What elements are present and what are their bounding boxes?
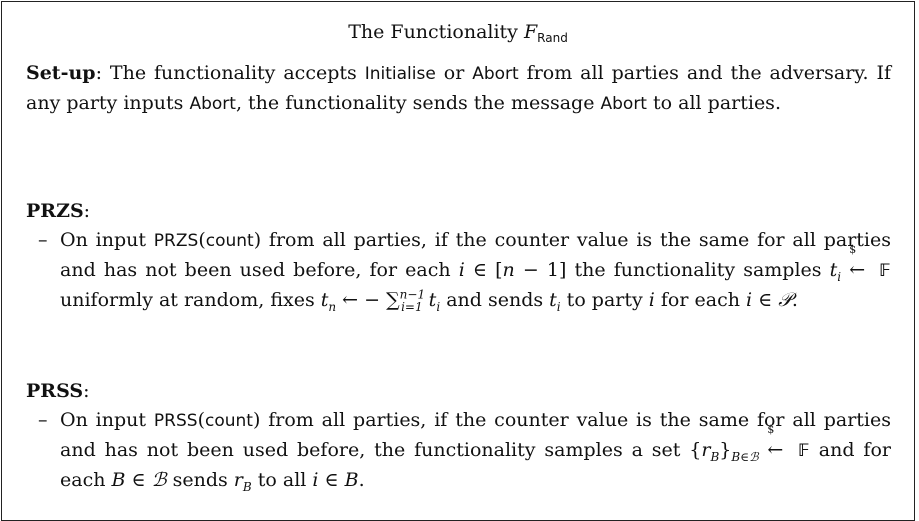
setup-text-4: , the functionality sends the message [235, 92, 601, 114]
przs-var-t2: t [422, 289, 437, 311]
abort-keyword-3: Abort [600, 94, 647, 114]
title-symbol: F [523, 21, 538, 43]
przs-var-tn: t [320, 289, 329, 311]
prss-text-5: to all [251, 469, 313, 491]
przs-text-1: On input [60, 229, 154, 251]
przs-var-n: n [502, 259, 515, 281]
prss-arrow: ← [767, 439, 784, 461]
prss-var-r2: r [233, 469, 243, 491]
prss-section: PRSS: – On input PRSS(count) from all pa… [26, 377, 891, 495]
prss-command: PRSS [153, 411, 198, 431]
przs-paren-close: ) [253, 229, 262, 251]
prss-set-open: { [689, 439, 702, 461]
prss-text-3: and for each [60, 439, 891, 491]
prss-item: – On input PRSS(count) from all parties,… [26, 406, 891, 495]
przs-parties: 𝒫 [778, 289, 792, 311]
przs-dollar: $ [849, 243, 857, 256]
prss-in-2: ∈ [318, 469, 345, 491]
przs-paren-open: ( [198, 229, 206, 251]
prss-in-1: ∈ [125, 469, 152, 491]
przs-sub-i: i [837, 269, 842, 284]
prss-field: 𝔽 [798, 441, 810, 461]
setup-colon: : [95, 62, 102, 84]
title-subscript: Rand [537, 31, 568, 45]
przs-text-5: and sends [440, 289, 550, 311]
przs-arrow: ← [849, 259, 866, 281]
prss-var-B: B [111, 469, 126, 491]
przs-end: . [791, 289, 798, 311]
prss-set-sub: B∈ℬ [731, 449, 759, 464]
box-title: The Functionality FRand [2, 20, 914, 46]
setup-heading: Set-up [26, 62, 96, 84]
title-text: The Functionality [348, 21, 524, 43]
prss-text-2: from all parties, if the counter value i… [60, 409, 891, 461]
przs-assign: ← − [336, 289, 387, 311]
prss-end: . [358, 469, 365, 491]
przs-text-7: for each [654, 289, 746, 311]
przs-sum-sub: i=1 [401, 299, 423, 314]
prss-sample-arrow: $← [767, 424, 789, 465]
prss-var-i: i [312, 469, 319, 491]
przs-sum-sup: n−1 [399, 287, 426, 302]
przs-var-i3: i [745, 289, 753, 311]
prss-sub-B2: B [242, 479, 252, 494]
prss-calB: ℬ [151, 469, 167, 491]
przs-bullet: – [38, 229, 48, 251]
prss-dollar: $ [767, 423, 775, 436]
initialise-keyword: Initialise [364, 64, 436, 84]
setup-paragraph: Set-up: The functionality accepts Initia… [26, 59, 891, 119]
przs-colon: : [83, 200, 91, 222]
przs-minus: − 1] [514, 259, 567, 281]
przs-sum: ∑ [386, 289, 400, 311]
przs-heading-line: PRZS: [26, 197, 891, 226]
przs-in-1: ∈ [ [464, 259, 503, 281]
przs-sub-i2: i [436, 299, 441, 314]
przs-field: 𝔽 [879, 261, 891, 281]
prss-arg: count [204, 411, 253, 431]
prss-colon: : [83, 380, 90, 402]
przs-text-4: uniformly at random, fixes [60, 289, 321, 311]
przs-var-t: t [829, 259, 838, 281]
prss-heading-line: PRSS: [26, 377, 891, 406]
przs-item: – On input PRZS(count) from all parties,… [26, 226, 891, 315]
abort-keyword-2: Abort [189, 94, 236, 114]
przs-command: PRZS [153, 231, 199, 251]
setup-text-3: from all parties and the adversary. If a… [26, 62, 892, 114]
przs-text-2: from all parties, if the counter value i… [60, 229, 891, 281]
przs-text-3: the functionality samples [566, 259, 830, 281]
przs-sample-arrow: $← [849, 244, 871, 285]
setup-text-1: The functionality accepts [101, 62, 365, 84]
prss-var-B2: B [344, 469, 359, 491]
prss-set-close: } [719, 439, 732, 461]
prss-text-4: sends [166, 469, 234, 491]
setup-text-5: to all parties. [646, 92, 781, 114]
przs-in-2: ∈ [752, 289, 779, 311]
prss-paren-open: ( [197, 409, 205, 431]
przs-heading: PRZS [26, 200, 84, 222]
przs-sub-i3: i [556, 299, 561, 314]
przs-section: PRZS: – On input PRZS(count) from all pa… [26, 197, 891, 315]
prss-sub-B: B [710, 449, 720, 464]
przs-text-6: to party [560, 289, 649, 311]
przs-var-i: i [458, 259, 465, 281]
prss-bullet: – [38, 409, 48, 431]
przs-arg: count [205, 231, 254, 251]
prss-paren-close: ) [252, 409, 261, 431]
prss-text-1: On input [60, 409, 154, 431]
przs-var-i2: i [648, 289, 655, 311]
setup-text-2: or [435, 62, 473, 84]
prss-heading: PRSS [26, 380, 84, 402]
prss-var-r: r [701, 439, 711, 461]
abort-keyword-1: Abort [472, 64, 519, 84]
przs-sub-n: n [328, 299, 337, 314]
przs-var-t3: t [549, 289, 557, 311]
